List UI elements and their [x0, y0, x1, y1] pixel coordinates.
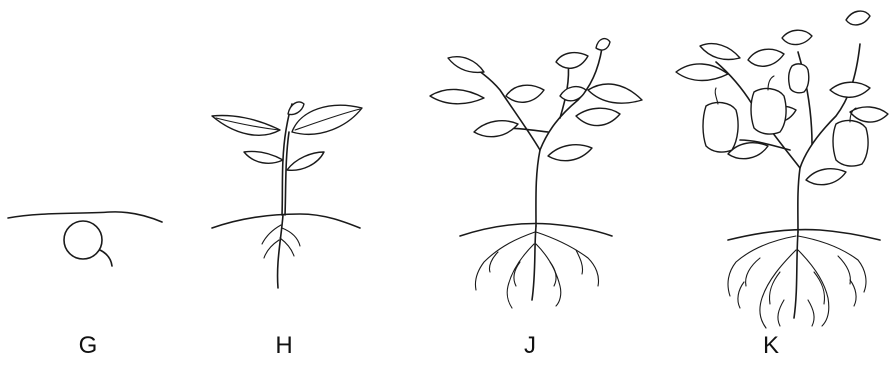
stage-label-k: K — [751, 334, 791, 358]
root-k — [794, 232, 798, 318]
pepper-fruit-1 — [703, 103, 738, 153]
pepper-fruit-2 — [751, 89, 786, 135]
stage-g-seed — [8, 212, 162, 266]
leaf-k-7 — [850, 107, 888, 122]
leaf-j-2 — [448, 57, 484, 73]
stage-k-mature-plant — [676, 11, 888, 328]
leaf-j-6 — [560, 87, 586, 101]
leaf-j-9 — [548, 145, 592, 161]
leaf-h-left-low — [244, 151, 283, 163]
leaf-j-1 — [430, 89, 484, 103]
leaf-k-5 — [846, 11, 870, 25]
leaf-j-3 — [474, 121, 518, 137]
leaf-h-left-top — [212, 116, 280, 136]
leaf-j-5 — [556, 53, 588, 69]
leaf-j-4 — [506, 85, 544, 102]
leaf-j-10 — [596, 39, 610, 50]
stage-label-h: H — [264, 334, 304, 358]
leaf-h-small — [288, 102, 304, 114]
stage-label-j: J — [510, 334, 550, 358]
stage-j-young-plant — [430, 39, 642, 308]
soil-line-k — [728, 229, 880, 240]
leaf-j-7 — [588, 84, 642, 103]
leaf-k-9 — [806, 169, 846, 185]
leaf-h-right-top — [292, 105, 362, 134]
leaf-j-8 — [576, 108, 620, 125]
leaf-k-3 — [748, 49, 784, 66]
stage-h-seedling — [212, 102, 362, 288]
stage-label-g: G — [68, 334, 108, 358]
seed — [64, 221, 102, 259]
leaf-k-2 — [700, 44, 740, 60]
pepper-fruit-4 — [789, 64, 809, 93]
root-j — [532, 226, 536, 300]
leaf-k-6 — [830, 82, 870, 97]
seed-radicle — [100, 250, 112, 266]
soil-line-h — [212, 214, 360, 228]
leaf-k-4 — [782, 30, 812, 44]
pepper-fruit-3 — [833, 121, 868, 167]
leaf-h-right-low — [287, 152, 324, 170]
